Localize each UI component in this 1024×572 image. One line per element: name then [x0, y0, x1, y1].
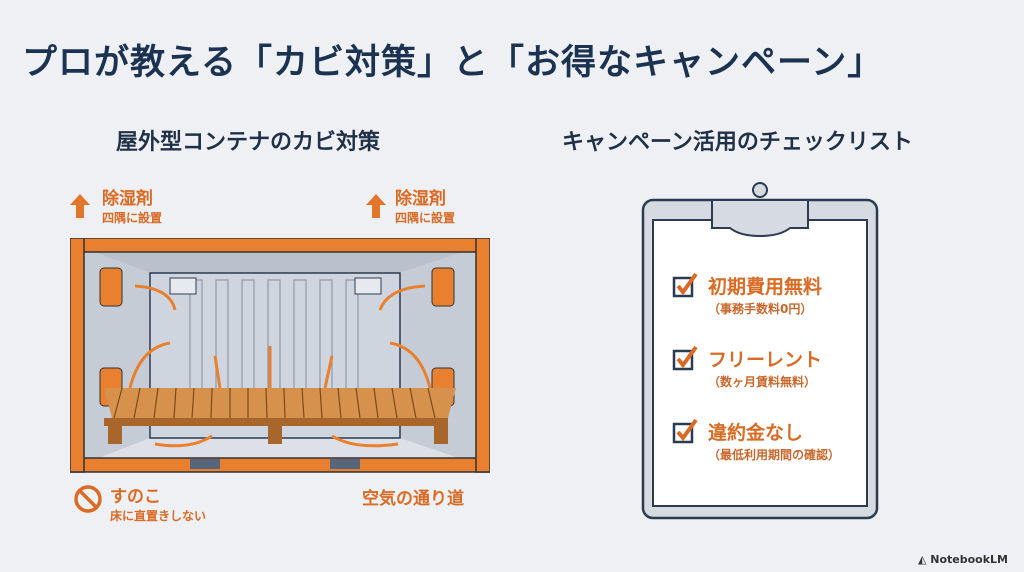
clipboard-icon — [641, 182, 879, 520]
arrow-up-icon — [70, 194, 90, 218]
container-illustration — [70, 238, 490, 473]
left-heading: 屋外型コンテナのカビ対策 — [116, 130, 381, 155]
checkbox-checked-icon — [672, 272, 698, 298]
sunoko-label: すのこ 床に直置きしない — [110, 487, 207, 523]
airflow-label: 空気の通り道 — [362, 489, 464, 509]
notebooklm-logo-icon: ◭ — [917, 553, 931, 566]
right-heading: キャンペーン活用のチェックリスト — [562, 130, 913, 155]
checkbox-checked-icon — [672, 418, 698, 444]
desiccant-left-label: 除湿剤 四隅に設置 — [102, 189, 163, 225]
prohibited-icon — [74, 485, 102, 513]
checkbox-checked-icon — [672, 345, 698, 371]
desiccant-right-label: 除湿剤 四隅に設置 — [395, 189, 456, 225]
brand-watermark: ◭ NotebookLM — [917, 553, 1008, 566]
checklist-item-free-rent: フリーレント （数ヶ月賃料無料） — [672, 345, 822, 389]
page-title: プロが教える「カビ対策」と「お得なキャンペーン」 — [22, 43, 884, 83]
checklist-item-initial-cost: 初期費用無料 （事務手数料0円） — [672, 272, 822, 316]
checklist-item-no-penalty: 違約金なし （最低利用期間の確認） — [672, 418, 840, 462]
arrow-up-icon — [366, 194, 386, 218]
